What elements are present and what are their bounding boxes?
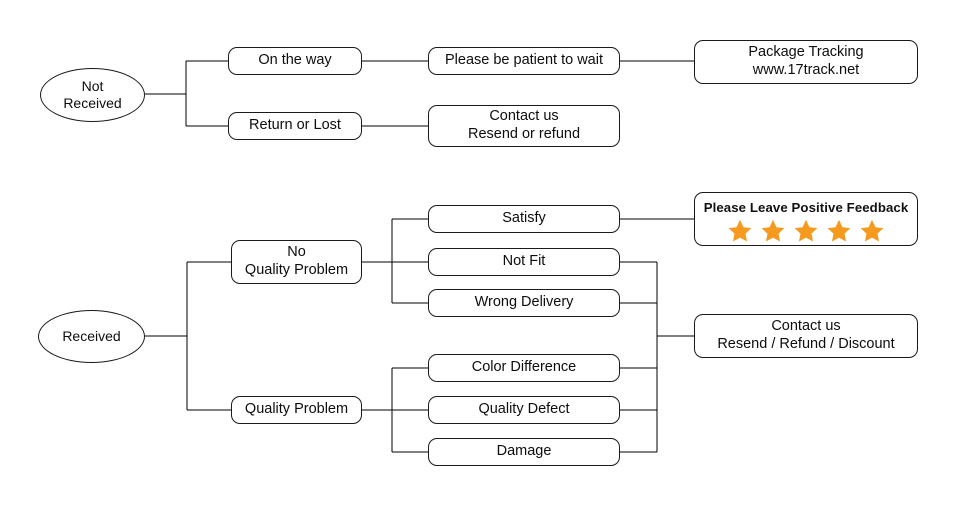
node-damage[interactable]: Damage [428, 438, 620, 466]
star-icon-5[interactable] [859, 218, 885, 244]
node-on-the-way[interactable]: On the way [228, 47, 362, 75]
node-quality-problem[interactable]: Quality Problem [231, 396, 362, 424]
star-rating[interactable] [727, 218, 885, 244]
node-return-or-lost[interactable]: Return or Lost [228, 112, 362, 140]
node-damage-label: Damage [496, 443, 552, 460]
node-wrong-delivery[interactable]: Wrong Delivery [428, 289, 620, 317]
node-package-tracking[interactable]: Package Tracking www.17track.net [694, 40, 918, 84]
node-quality-problem-label: Quality Problem [244, 401, 349, 418]
node-contact-us-resend-refund-line2: Resend or refund [467, 126, 581, 142]
node-wrong-delivery-label: Wrong Delivery [474, 294, 574, 311]
node-not-received[interactable]: Not Received [40, 68, 145, 122]
node-please-be-patient-to-wait[interactable]: Please be patient to wait [428, 47, 620, 75]
node-contact-us-resend-refund-line1: Contact us [489, 108, 559, 125]
node-contact-us-resend-or-refund[interactable]: Contact us Resend or refund [428, 105, 620, 147]
node-no-quality-problem-line1: No [287, 244, 306, 261]
node-not-fit[interactable]: Not Fit [428, 248, 620, 276]
node-satisfy[interactable]: Satisfy [428, 205, 620, 233]
node-contact-us-discount-line2: Resend / Refund / Discount [717, 336, 895, 352]
star-icon-3[interactable] [793, 218, 819, 244]
node-on-the-way-label: On the way [258, 52, 332, 69]
node-satisfy-label: Satisfy [502, 210, 546, 227]
node-return-or-lost-label: Return or Lost [249, 117, 341, 134]
node-not-received-line2: Received [63, 95, 122, 111]
node-no-quality-problem[interactable]: No Quality Problem [231, 240, 362, 284]
star-icon-2[interactable] [760, 218, 786, 244]
positive-feedback-label: Please Leave Positive Feedback [703, 200, 909, 215]
node-color-difference[interactable]: Color Difference [428, 354, 620, 382]
node-no-quality-problem-line2: Quality Problem [244, 262, 349, 278]
node-contact-us-resend-refund-discount[interactable]: Contact us Resend / Refund / Discount [694, 314, 918, 358]
node-package-tracking-line1: Package Tracking [748, 44, 864, 61]
node-quality-defect-label: Quality Defect [478, 401, 570, 418]
node-not-received-line1: Not [81, 77, 104, 94]
node-quality-defect[interactable]: Quality Defect [428, 396, 620, 424]
star-icon-4[interactable] [826, 218, 852, 244]
node-not-fit-label: Not Fit [502, 253, 546, 270]
node-received[interactable]: Received [38, 310, 145, 363]
node-contact-us-discount-line1: Contact us [771, 318, 841, 335]
node-positive-feedback[interactable]: Please Leave Positive Feedback [694, 192, 918, 246]
node-package-tracking-url: www.17track.net [752, 62, 860, 78]
node-received-label: Received [62, 327, 121, 344]
star-icon-1[interactable] [727, 218, 753, 244]
node-please-be-patient-label: Please be patient to wait [445, 52, 603, 69]
node-color-difference-label: Color Difference [471, 359, 577, 376]
